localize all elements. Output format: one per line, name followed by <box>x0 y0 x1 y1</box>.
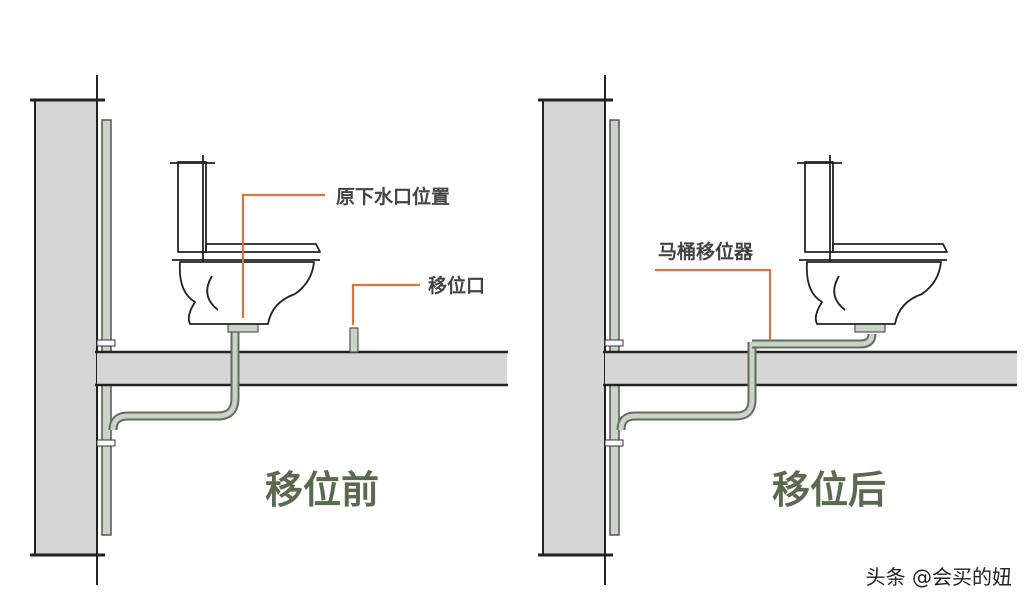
leader-new-outlet <box>351 283 420 325</box>
stack-pipe-right <box>609 119 620 536</box>
pipe-clamp-right-2 <box>604 439 624 447</box>
watermark-text: 头条 @会买的妞 <box>866 565 1012 589</box>
label-shifter: 马桶移位器 <box>658 240 754 263</box>
drain-pipe-left-inner <box>110 330 238 431</box>
wall-right <box>542 99 606 556</box>
leader-original-outlet <box>241 193 325 318</box>
label-original-outlet: 原下水口位置 <box>336 185 450 208</box>
pipe-clamp-right-1 <box>604 339 624 347</box>
leader-shifter <box>655 268 772 340</box>
pipe-clamp-left-2 <box>96 439 116 447</box>
panel-after: 马桶移位器 移位后 <box>538 75 1017 585</box>
label-new-outlet: 移位口 <box>428 274 485 297</box>
toilet-seat-left <box>205 243 321 253</box>
caption-after: 移位后 <box>772 468 886 512</box>
floor-slab-left <box>97 352 507 385</box>
pipe-clamp-left-1 <box>96 339 116 347</box>
toilet-tank-right <box>804 161 834 253</box>
stack-pipe-left <box>101 119 112 536</box>
new-outlet-stub <box>349 327 359 353</box>
wall-left <box>34 99 98 556</box>
toilet-bowl-left <box>178 261 315 325</box>
panel-before: 原下水口位置 移位口 移位前 <box>30 75 508 585</box>
toilet-after <box>797 155 948 325</box>
toilet-bowl-right <box>805 261 942 325</box>
toilet-shifter-pipe-inner <box>752 333 875 347</box>
toilet-tank-left <box>177 161 207 253</box>
floor-slab-right <box>605 352 1017 385</box>
toilet-before <box>170 155 321 325</box>
drain-pipe-right-inner <box>618 342 755 431</box>
caption-before: 移位前 <box>265 468 379 512</box>
toilet-seat-right <box>832 243 948 253</box>
